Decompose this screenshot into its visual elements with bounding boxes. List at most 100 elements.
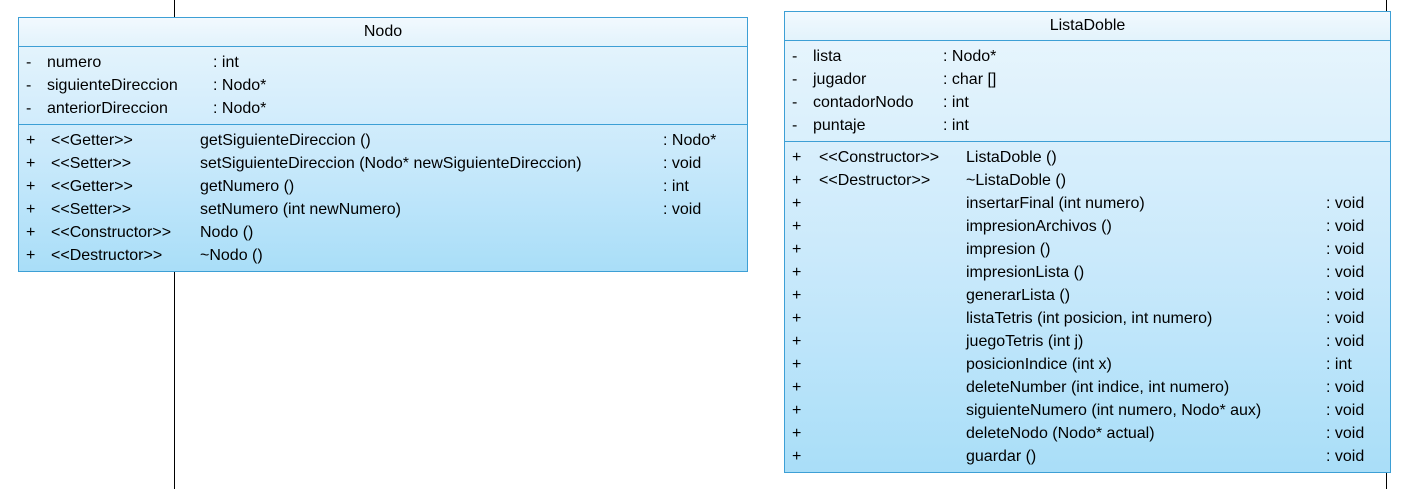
- method-row-stereo: <<Getter>>: [51, 132, 133, 149]
- method-row: + <<Setter>> setNumero (int newNumero) : vo…: [19, 198, 747, 221]
- attribute-row-name: puntaje: [813, 117, 866, 134]
- attribute-row: -puntaje: int: [785, 114, 1390, 137]
- class-listadoble: ListaDoble -lista : Nodo* -jugador : char []…: [784, 11, 1391, 473]
- method-row-vis: +: [26, 132, 36, 149]
- method-row-vis: +: [792, 379, 802, 396]
- method-row: + deleteNumber (int indice, int numero) : …: [785, 376, 1390, 399]
- method-row-sig: deleteNodo (Nodo* actual): [966, 425, 1155, 442]
- method-row: + <<Setter>> setSiguienteDireccion (Nodo* …: [19, 152, 747, 175]
- method-row-ret: : void: [1326, 448, 1365, 465]
- attribute-row: -lista : Nodo*: [785, 45, 1390, 68]
- method-row-stereo: <<Getter>>: [51, 178, 133, 195]
- method-row-vis: +: [792, 448, 802, 465]
- attribute-row: -jugador : char []: [785, 68, 1390, 91]
- method-row-vis: +: [26, 247, 36, 264]
- method-row: + guardar () : void: [785, 445, 1390, 468]
- method-row-vis: +: [26, 224, 36, 241]
- attribute-row-vis: -: [26, 54, 32, 71]
- attribute-row-vis: -: [26, 77, 32, 94]
- method-row-stereo: <<Setter>>: [51, 201, 132, 218]
- method-row-ret: : void: [1326, 287, 1365, 304]
- method-row-vis: +: [792, 172, 802, 189]
- method-row-ret: : void: [1326, 379, 1365, 396]
- attribute-row-type: : Nodo*: [213, 77, 267, 94]
- method-row-ret: : void: [663, 155, 702, 172]
- attribute-row-name: contadorNodo: [813, 94, 914, 111]
- method-row-vis: +: [792, 310, 802, 327]
- method-row-ret: : void: [663, 201, 702, 218]
- method-row-vis: +: [792, 333, 802, 350]
- attribute-row-name: jugador: [813, 71, 867, 88]
- attribute-row-vis: -: [26, 100, 32, 117]
- method-row-sig: setSiguienteDireccion (Nodo* newSiguient…: [200, 155, 582, 172]
- method-row: + <<Destructor>> ~ListaDoble (): [785, 169, 1390, 192]
- attribute-row-name: lista: [813, 48, 842, 65]
- method-row-ret: : void: [1326, 425, 1365, 442]
- method-row: +<<Constructor>>ListaDoble (): [785, 146, 1390, 169]
- method-row-vis: +: [792, 425, 802, 442]
- class-name: Nodo: [19, 18, 747, 47]
- method-row-sig: generarLista (): [966, 287, 1071, 304]
- method-row-sig: juegoTetris (int j): [966, 333, 1084, 350]
- method-row-sig: getNumero (): [200, 178, 295, 195]
- method-row-sig: deleteNumber (int indice, int numero): [966, 379, 1230, 396]
- attribute-row-type: : int: [213, 54, 239, 71]
- method-row: + insertarFinal (int numero) : void: [785, 192, 1390, 215]
- method-row-stereo: <<Constructor>>: [51, 224, 172, 241]
- method-row-ret: : int: [663, 178, 689, 195]
- method-row-stereo: <<Destructor>>: [819, 172, 931, 189]
- method-row-sig: guardar (): [966, 448, 1037, 465]
- method-row-sig: siguienteNumero (int numero, Nodo* aux): [966, 402, 1262, 419]
- method-row-sig: insertarFinal (int numero): [966, 195, 1145, 212]
- method-row-vis: +: [792, 287, 802, 304]
- method-row-sig: impresionLista (): [966, 264, 1085, 281]
- method-row-vis: +: [26, 201, 36, 218]
- method-row-ret: : void: [1326, 310, 1365, 327]
- attribute-row-type: : int: [943, 94, 969, 111]
- class-name: ListaDoble: [785, 12, 1390, 41]
- method-row-vis: +: [26, 155, 36, 172]
- method-row-vis: +: [792, 264, 802, 281]
- method-row-ret: : int: [1326, 356, 1352, 373]
- method-row-vis: +: [792, 356, 802, 373]
- attributes-section: -lista: Nodo*-jugador: char []-contadorN…: [785, 41, 1390, 141]
- attributes-section: -numero: int-siguienteDireccion: Nodo*-a…: [19, 47, 747, 124]
- method-row-ret: : void: [1326, 218, 1365, 235]
- method-row-sig: ListaDoble (): [966, 149, 1057, 166]
- method-row-ret: : void: [1326, 195, 1365, 212]
- method-row: + <<Destructor>> ~Nodo (): [19, 244, 747, 267]
- method-row-sig: Nodo (): [200, 224, 254, 241]
- attribute-row-type: : Nodo*: [943, 48, 997, 65]
- method-row-sig: ~Nodo (): [200, 247, 263, 264]
- method-row-vis: +: [26, 178, 36, 195]
- class-nodo: Nodo-numero: int-siguienteDireccion: Nod…: [18, 17, 748, 272]
- attribute-row-name: siguienteDireccion: [47, 77, 178, 94]
- attribute-row-name: numero: [47, 54, 102, 71]
- method-row: + <<Getter>> getNumero () : int: [19, 175, 747, 198]
- attribute-row: -siguienteDireccion : Nodo*: [19, 74, 747, 97]
- attribute-row-type: : Nodo*: [213, 100, 267, 117]
- attribute-row-type: : int: [943, 117, 969, 134]
- attribute-row-vis: -: [792, 71, 798, 88]
- method-row: + siguienteNumero (int numero, Nodo* aux)…: [785, 399, 1390, 422]
- method-row-stereo: <<Setter>>: [51, 155, 132, 172]
- method-row-sig: setNumero (int newNumero): [200, 201, 401, 218]
- method-row-sig: ~ListaDoble (): [966, 172, 1067, 189]
- attribute-row-type: : char []: [943, 71, 997, 88]
- method-row-stereo: <<Destructor>>: [51, 247, 163, 264]
- method-row: + generarLista () : void: [785, 284, 1390, 307]
- method-row-sig: listaTetris (int posicion, int numero): [966, 310, 1213, 327]
- method-row-ret: : void: [1326, 264, 1365, 281]
- method-row: +<<Getter>>getSiguienteDireccion (): Nod…: [19, 129, 747, 152]
- method-row: +juegoTetris (int j): void: [785, 330, 1390, 353]
- method-row: +posicionIndice (int x): int: [785, 353, 1390, 376]
- method-row-sig: impresion (): [966, 241, 1051, 258]
- method-row-ret: : void: [1326, 241, 1365, 258]
- attribute-row: -anteriorDireccion: Nodo*: [19, 97, 747, 120]
- method-row-vis: +: [792, 402, 802, 419]
- method-row-vis: +: [792, 241, 802, 258]
- method-row-vis: +: [792, 195, 802, 212]
- attribute-row-vis: -: [792, 48, 798, 65]
- method-row-vis: +: [792, 218, 802, 235]
- attribute-row: -contadorNodo: int: [785, 91, 1390, 114]
